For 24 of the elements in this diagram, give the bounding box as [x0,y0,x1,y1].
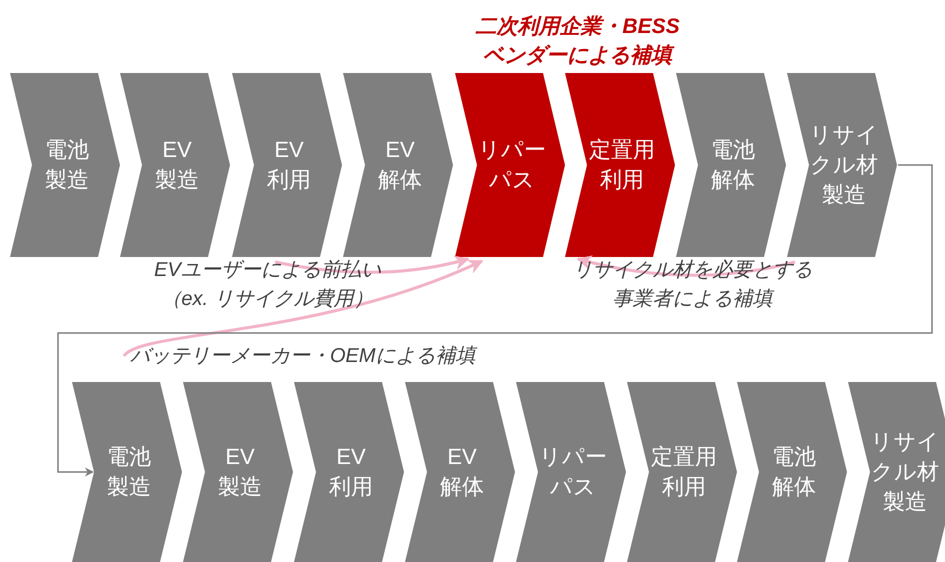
process-step: リパーパス [516,382,626,562]
process-step: 電池解体 [676,73,786,257]
process-step: EV利用 [232,73,342,257]
note-text: バッテリーメーカー・OEMによる補填 [130,342,476,371]
note-text: EVユーザーによる前払い（ex. リサイクル費用） [140,256,395,314]
process-step: リサイクル材製造 [848,382,945,562]
arrow [576,255,796,277]
process-step: EV利用 [294,382,404,562]
arrow [57,164,933,476]
arrow [123,259,484,358]
arrow [274,255,470,274]
process-step: 定置用利用 [565,73,675,257]
process-step: EV解体 [343,73,453,257]
process-step: 電池製造 [72,382,182,562]
process-step: 定置用利用 [627,382,737,562]
note-text: リサイクル材を必要とする事業者による補填 [565,256,820,314]
process-step: EV製造 [183,382,293,562]
process-step: 電池解体 [737,382,847,562]
process-step: リサイクル材製造 [787,73,897,257]
process-step: リパーパス [455,73,565,257]
process-step: EV製造 [120,73,230,257]
process-step: 電池製造 [10,73,120,257]
heading-text: 二次利用企業・BESSベンダーによる補填 [474,14,681,69]
process-step: EV解体 [405,382,515,562]
